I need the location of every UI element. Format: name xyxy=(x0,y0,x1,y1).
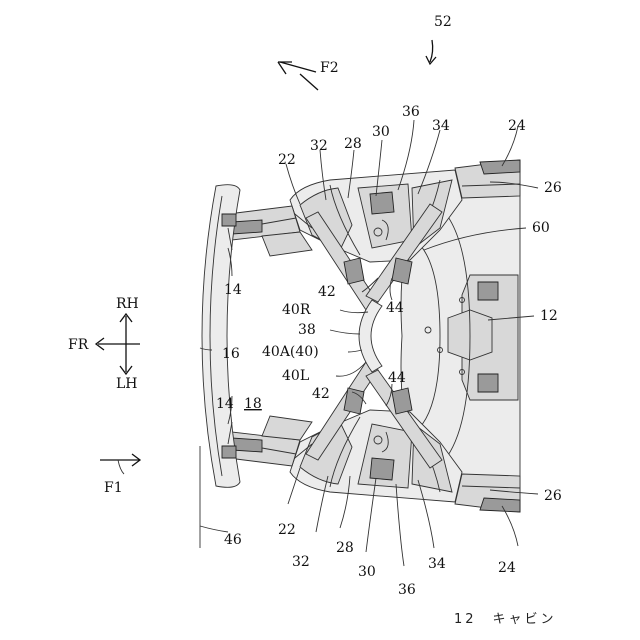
label-RH: RH xyxy=(116,296,139,312)
label-32-top: 32 xyxy=(310,138,328,154)
label-34-bottom: 34 xyxy=(428,556,446,572)
label-34-top: 34 xyxy=(432,118,450,134)
label-F2: F2 xyxy=(320,60,339,76)
label-60: 60 xyxy=(532,220,550,236)
label-42-top: 42 xyxy=(318,284,336,300)
label-22-bottom: 22 xyxy=(278,522,296,538)
label-16: 16 xyxy=(222,346,240,362)
label-32-bottom: 32 xyxy=(292,554,310,570)
label-14-top: 14 xyxy=(224,282,242,298)
label-22-top: 22 xyxy=(278,152,296,168)
label-12: 12 xyxy=(540,308,558,324)
label-FR: FR xyxy=(68,337,89,353)
label-42-bottom: 42 xyxy=(312,386,330,402)
label-40L: 40L xyxy=(282,368,309,384)
upper-side-sill xyxy=(455,160,520,198)
label-52: 52 xyxy=(434,14,452,30)
label-30-bottom: 30 xyxy=(358,564,376,580)
load-arrow-F1 xyxy=(100,454,140,474)
label-28-top: 28 xyxy=(344,136,362,152)
label-44-bottom: 44 xyxy=(388,370,406,386)
label-36-top: 36 xyxy=(402,104,420,120)
label-LH: LH xyxy=(116,376,138,392)
direction-indicator xyxy=(96,314,140,374)
figure-caption: 12 キャビン xyxy=(454,608,557,627)
label-24-bottom: 24 xyxy=(498,560,516,576)
label-28-bottom: 28 xyxy=(336,540,354,556)
lower-side-sill xyxy=(455,474,520,512)
label-40A: 40A(40) xyxy=(262,344,319,360)
label-40R: 40R xyxy=(282,302,311,318)
label-24-top: 24 xyxy=(508,118,526,134)
label-30-top: 30 xyxy=(372,124,390,140)
label-F1: F1 xyxy=(104,480,123,496)
label-44-top: 44 xyxy=(386,300,404,316)
label-26-top: 26 xyxy=(544,180,562,196)
label-38: 38 xyxy=(298,322,316,338)
label-14-bottom: 14 xyxy=(216,396,234,412)
label-26-bottom: 26 xyxy=(544,488,562,504)
label-36-bottom: 36 xyxy=(398,582,416,598)
label-46: 46 xyxy=(224,532,242,548)
label-18: 18 xyxy=(244,396,262,412)
